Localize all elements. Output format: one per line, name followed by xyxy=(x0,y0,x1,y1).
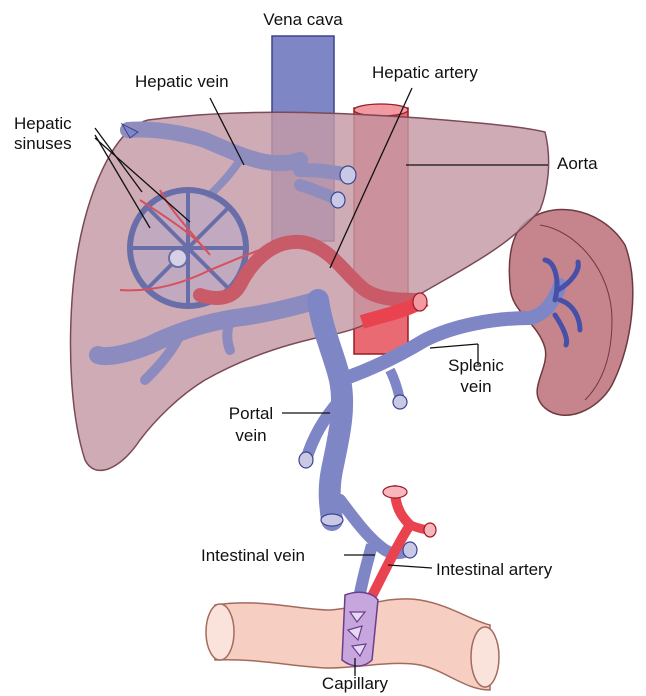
label-intestinal-vein: Intestinal vein xyxy=(201,546,305,566)
label-vena-cava: Vena cava xyxy=(248,10,358,30)
label-portal-vein-line2: vein xyxy=(218,426,284,446)
label-hepatic-sinuses-line2: sinuses xyxy=(14,134,72,154)
label-splenic-vein-line1: Splenic xyxy=(436,356,516,376)
label-hepatic-sinuses-line1: Hepatic xyxy=(14,114,72,134)
label-hepatic-vein: Hepatic vein xyxy=(135,72,229,92)
label-aorta: Aorta xyxy=(557,154,598,174)
label-intestinal-artery: Intestinal artery xyxy=(436,560,552,580)
label-capillary: Capillary xyxy=(305,674,405,694)
label-hepatic-artery: Hepatic artery xyxy=(372,63,478,83)
label-portal-vein-line1: Portal xyxy=(218,404,284,424)
label-splenic-vein-line2: vein xyxy=(436,377,516,397)
